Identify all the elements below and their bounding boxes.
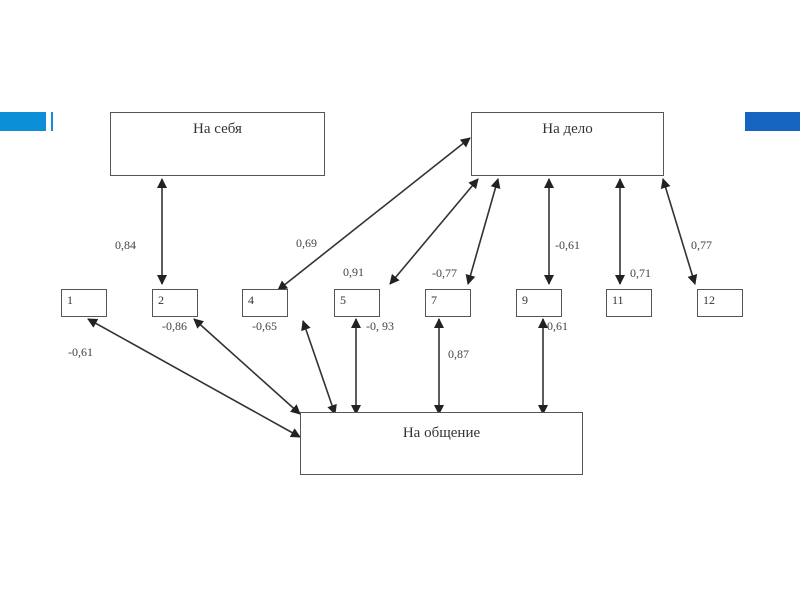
- arrow-task-5: [389, 178, 479, 285]
- label-task-9: -0,61: [555, 238, 580, 252]
- label-comm-9: 0,61: [547, 319, 568, 333]
- node-7: 7: [425, 289, 471, 317]
- label-comm-5: -0, 93: [366, 319, 394, 333]
- node-self: На себя: [110, 112, 325, 176]
- right-accent-bar: [745, 112, 800, 131]
- node-2: 2: [152, 289, 198, 317]
- node-1: 1: [61, 289, 107, 317]
- arrow-comm-4: [301, 320, 337, 415]
- arrow-task-12: [660, 178, 698, 285]
- label-task-12: 0,77: [691, 238, 712, 252]
- node-5: 5: [334, 289, 380, 317]
- arrow-comm-1: [87, 318, 301, 438]
- label-task-11: 0,71: [630, 266, 651, 280]
- node-task: На дело: [471, 112, 664, 176]
- arrow-task-7: [465, 178, 501, 285]
- label-task-7: -0,77: [432, 266, 457, 280]
- left-accent-bar: [0, 112, 46, 131]
- label-task-5: 0,91: [343, 265, 364, 279]
- node-4: 4: [242, 289, 288, 317]
- arrow-task-4: [277, 137, 471, 291]
- label-comm-7: 0,87: [448, 347, 469, 361]
- node-12: 12: [697, 289, 743, 317]
- left-accent-line: [51, 112, 53, 131]
- arrow-comm-2: [193, 318, 301, 415]
- label-comm-1: -0,61: [68, 345, 93, 359]
- label-comm-2: -0,86: [162, 319, 187, 333]
- label-self-2: 0,84: [115, 238, 136, 252]
- label-comm-4: -0,65: [252, 319, 277, 333]
- node-communication: На общение: [300, 412, 583, 475]
- label-task-4: 0,69: [296, 236, 317, 250]
- node-9: 9: [516, 289, 562, 317]
- node-11: 11: [606, 289, 652, 317]
